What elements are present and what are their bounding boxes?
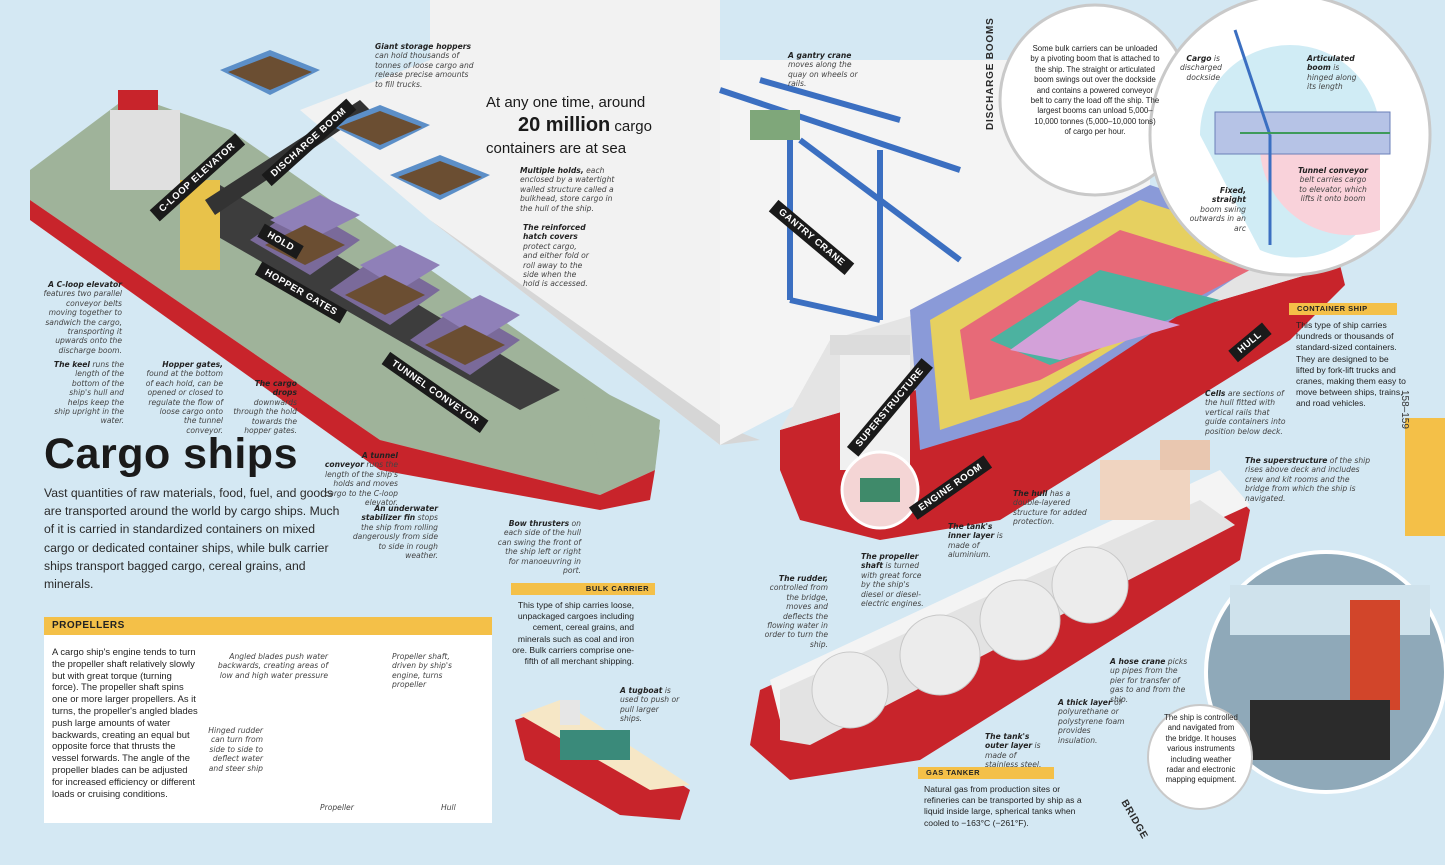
headline: At any one time, around 20 million cargo… [486, 92, 696, 160]
ann-gantry-crane: A gantry crane moves along the quay on w… [788, 51, 858, 89]
container-ship-text: This type of ship carries hundreds or th… [1296, 320, 1406, 409]
gas-tanker [750, 440, 1250, 780]
tugboat-art [515, 700, 690, 820]
headline-line3: containers are at sea [486, 140, 627, 157]
boom-diagram [1200, 29, 1391, 258]
ann-hoppers: Giant storage hoppers can hold thousands… [375, 42, 474, 89]
prop-ann-blades: Angled blades push water backwards, crea… [217, 652, 328, 680]
ann-c-loop: A C-loop elevator features two parallel … [43, 280, 122, 355]
bridge-text: The ship is controlled and navigated fro… [1164, 713, 1238, 785]
container-ship-header: CONTAINER SHIP [1289, 303, 1397, 315]
ann-cargo-discharged: Cargo is discharged dockside [1180, 54, 1222, 82]
discharge-text: Some bulk carriers can be unloaded by a … [1030, 44, 1160, 137]
ann-hose-crane: A hose crane picks up pipes from the pie… [1110, 657, 1188, 704]
ann-holds: Multiple holds, each enclosed by a water… [520, 166, 615, 213]
bridge-officer [1350, 600, 1400, 710]
ann-keel: The keel runs the length of the bottom o… [53, 360, 124, 426]
ann-fixed-boom: Fixed, straight boom swing outwards in a… [1189, 186, 1246, 233]
headline-number: 20 million [518, 114, 611, 136]
ann-tugboat: A tugboat is used to push or pull larger… [620, 686, 680, 724]
ann-prop-shaft: The propeller shaft is turned with great… [861, 552, 924, 609]
ann-superstructure: The superstructure of the ship rises abo… [1245, 456, 1371, 503]
prop-ann-shaft: Propeller shaft, driven by ship's engine… [392, 652, 452, 690]
gas-tanker-text: Natural gas from production sites or ref… [924, 784, 1082, 828]
ann-hull: The hull has a double-layered structure … [1013, 489, 1087, 527]
ann-hatch: The reinforced hatch covers protect carg… [523, 223, 589, 289]
storage-hoppers [220, 50, 490, 200]
ann-hopper-gates: Hopper gates, found at the bottom of eac… [145, 360, 223, 435]
ann-thick-layer: A thick layer of polyurethane or polysty… [1058, 698, 1125, 745]
page-edge-tab [1405, 418, 1445, 536]
ann-bow-thrusters: Bow thrusters on each side of the hull c… [497, 519, 581, 576]
bulk-carrier-text: This type of ship carries loose, unpacka… [512, 600, 634, 667]
headline-line2: cargo [614, 118, 652, 135]
ann-outer-layer: The tank's outer layer is made of stainl… [985, 732, 1042, 770]
ann-cells: Cells are sections of the hull fitted wi… [1205, 389, 1286, 436]
ann-tunnel: A tunnel conveyor runs the length of the… [324, 451, 398, 508]
ann-inner-layer: The tank's inner layer is made of alumin… [948, 522, 1003, 560]
propellers-text: A cargo ship's engine tends to turn the … [52, 646, 198, 799]
prop-ann-rudder: Hinged rudder can turn from side to side… [208, 726, 263, 773]
ann-rudder: The rudder, controlled from the bridge, … [764, 574, 828, 649]
bridge-text-circle [1147, 704, 1253, 810]
ann-articulated-boom: Articulated boom is hinged along its len… [1307, 54, 1357, 92]
bridge-console [1250, 700, 1390, 760]
prop-ann-hull: Hull [441, 803, 456, 812]
ann-cargo-drops: The cargo drops downwards through the ho… [233, 379, 297, 436]
gas-tanker-header: GAS TANKER [918, 767, 1054, 779]
propellers-panel [44, 617, 492, 823]
ann-tunnel-conveyor-2: Tunnel conveyor belt carries cargo to el… [1298, 166, 1368, 204]
page-title: Cargo ships [44, 430, 298, 478]
prop-ann-propeller: Propeller [320, 803, 354, 812]
propellers-header: PROPELLERS [44, 617, 492, 635]
headline-line1: At any one time, around [486, 94, 646, 111]
label-discharge-booms: DISCHARGE BOOMS [985, 17, 996, 130]
ann-stabilizer: An underwater stabilizer fin stops the s… [352, 504, 438, 561]
bulk-carrier-header: BULK CARRIER [511, 583, 655, 595]
intro-paragraph: Vast quantities of raw materials, food, … [44, 486, 340, 592]
